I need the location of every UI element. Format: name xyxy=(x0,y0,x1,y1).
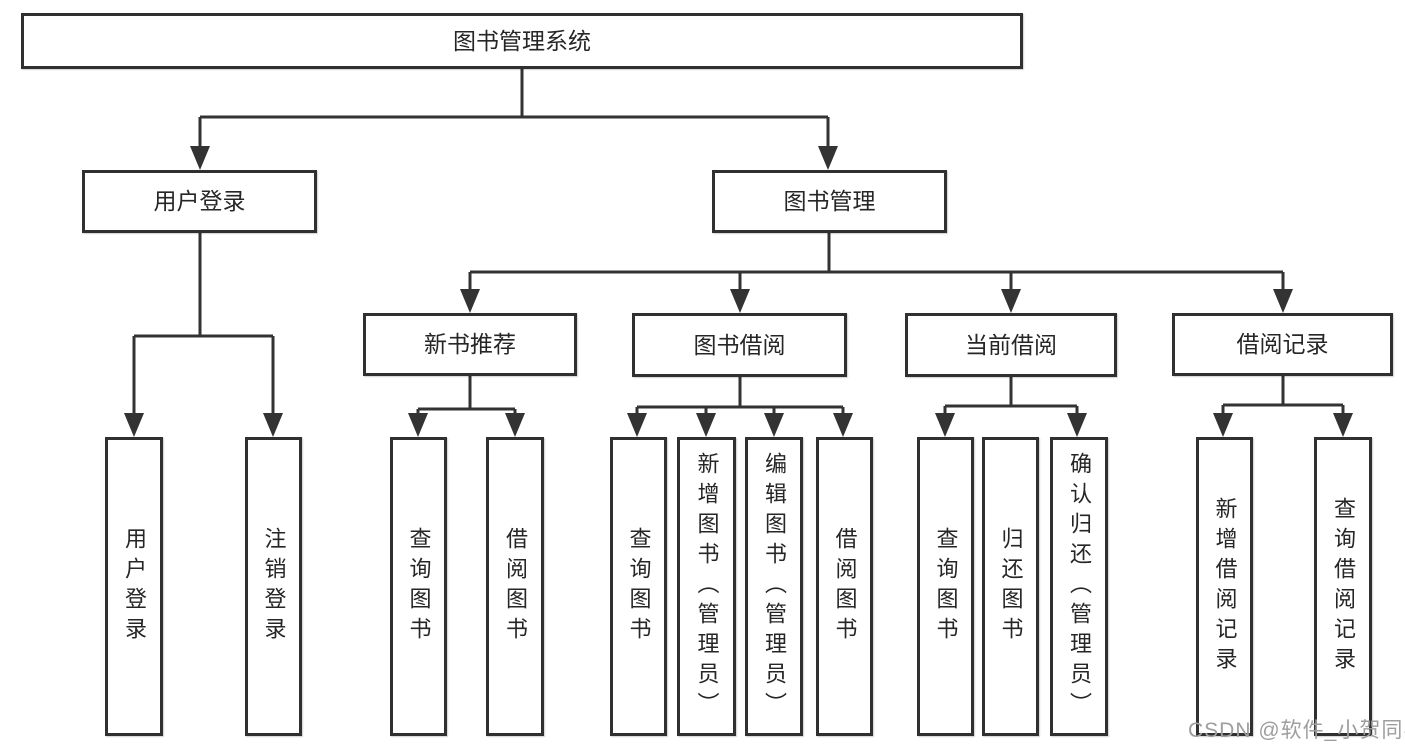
leaf-user-login: 用户登录 xyxy=(105,437,163,736)
leaf-recommend-borrow-books: 借阅图书 xyxy=(486,437,544,736)
csdn-watermark: CSDN @软件_小贺同学 xyxy=(1188,719,1405,742)
leaf-logout-login: 注销登录 xyxy=(245,437,302,736)
leaf-edit-book-admin-label: 编辑图书（管理员） xyxy=(762,451,787,722)
node-user-login-label: 用户登录 xyxy=(153,188,246,214)
node-library-system: 图书管理系统 xyxy=(21,13,1023,69)
leaf-logout-login-label: 注销登录 xyxy=(261,526,287,647)
leaf-recommend-borrow-books-label: 借阅图书 xyxy=(503,526,528,647)
node-book-borrowing-label: 图书借阅 xyxy=(693,331,786,358)
leaf-add-borrow-record: 新增借阅记录 xyxy=(1196,437,1253,736)
leaf-current-query-books: 查询图书 xyxy=(917,437,974,736)
node-user-login: 用户登录 xyxy=(82,170,317,233)
leaf-add-book-admin-label: 新增图书（管理员） xyxy=(694,451,720,722)
leaf-add-borrow-record-label: 新增借阅记录 xyxy=(1212,496,1238,677)
node-library-system-label: 图书管理系统 xyxy=(453,27,591,54)
leaf-current-query-books-label: 查询图书 xyxy=(933,526,959,647)
leaf-borrowing-borrow-books: 借阅图书 xyxy=(816,437,873,736)
node-borrowing-records: 借阅记录 xyxy=(1172,313,1393,376)
leaf-user-login-label: 用户登录 xyxy=(122,526,147,647)
node-current-borrowing-label: 当前借阅 xyxy=(965,331,1057,358)
leaf-confirm-return-admin-label: 确认归还（管理员） xyxy=(1067,451,1092,722)
node-book-management-label: 图书管理 xyxy=(783,188,876,214)
leaf-add-book-admin: 新增图书（管理员） xyxy=(677,437,736,736)
node-book-management: 图书管理 xyxy=(712,170,947,233)
leaf-borrowing-borrow-books-label: 借阅图书 xyxy=(832,526,858,647)
arrowheads xyxy=(124,146,1353,437)
node-current-borrowing: 当前借阅 xyxy=(905,313,1117,377)
node-book-borrowing: 图书借阅 xyxy=(632,313,847,377)
leaf-confirm-return-admin: 确认归还（管理员） xyxy=(1050,437,1108,736)
leaf-recommend-query-books: 查询图书 xyxy=(390,437,447,736)
leaf-recommend-query-books-label: 查询图书 xyxy=(406,526,432,647)
node-borrowing-records-label: 借阅记录 xyxy=(1236,331,1329,357)
leaf-return-book: 归还图书 xyxy=(982,437,1039,736)
leaf-borrowing-query-books: 查询图书 xyxy=(610,437,667,736)
node-new-book-recommend: 新书推荐 xyxy=(363,313,577,376)
leaf-query-borrow-record: 查询借阅记录 xyxy=(1314,437,1372,736)
leaf-query-borrow-record-label: 查询借阅记录 xyxy=(1331,496,1356,677)
node-new-book-recommend-label: 新书推荐 xyxy=(424,331,516,357)
leaf-borrowing-query-books-label: 查询图书 xyxy=(626,526,652,647)
leaf-return-book-label: 归还图书 xyxy=(998,526,1024,647)
leaf-edit-book-admin: 编辑图书（管理员） xyxy=(745,437,803,736)
